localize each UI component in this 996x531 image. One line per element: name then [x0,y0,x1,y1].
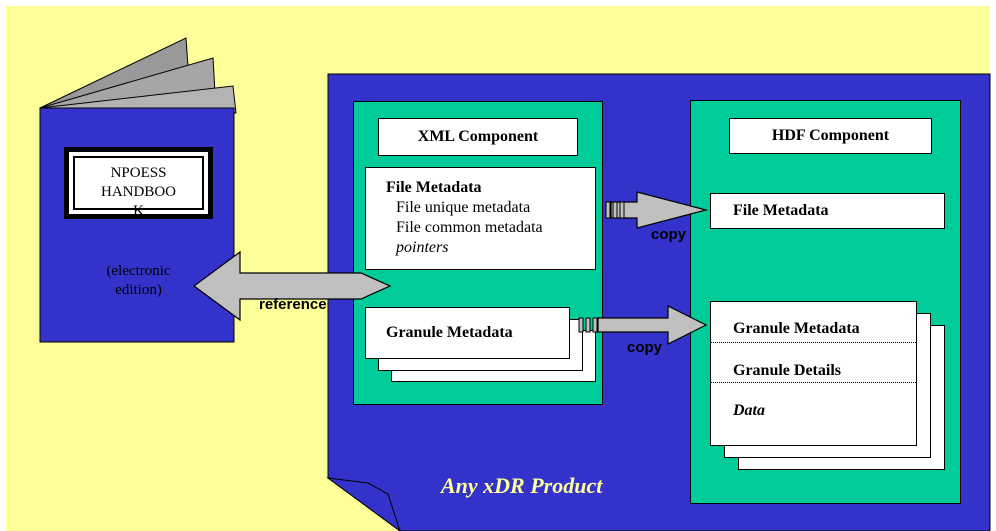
handbook-title-line2: HANDBOO [101,184,176,200]
handbook-title-inner [69,152,208,214]
xml-granule-metadata-text: Granule Metadata [386,324,513,341]
handbook-title-line3: K [133,203,144,219]
hdf-granule-divider-2 [711,382,916,383]
xdr-product-fold [326,477,401,531]
hdf-granule-divider-1 [711,342,916,343]
xml-granule-metadata-box: Granule Metadata [365,307,570,359]
handbook-title-line1: NPOESS [110,165,167,181]
xml-component-title-text: XML Component [417,128,539,145]
handbook-subtitle-line2: edition) [115,282,162,298]
xml-component-title: XML Component [378,118,578,156]
reference-arrow [192,250,392,322]
xml-file-common-metadata: File common metadata [396,219,543,236]
xml-file-unique-metadata: File unique metadata [396,199,531,216]
hdf-data-text: Data [733,402,765,419]
hdf-file-metadata-text: File Metadata [733,202,829,219]
xml-file-metadata-heading: File Metadata [386,179,482,196]
handbook-subtitle: (electronic edition) [64,262,213,300]
copy-label-top: copy [651,226,687,243]
hdf-granule-box: Granule Metadata Granule Details Data [710,301,917,446]
xdr-product-label: Any xDR Product [441,473,603,498]
xml-file-pointers: pointers [396,239,449,256]
hdf-component-title: HDF Component [729,118,932,154]
copy-label-bottom: copy [627,339,663,356]
copy-arrow-top [605,191,709,229]
hdf-granule-details-text: Granule Details [733,362,841,379]
hdf-granule-metadata-text: Granule Metadata [733,320,860,337]
handbook-subtitle-line1: (electronic [106,263,171,279]
handbook-title-box [64,147,213,219]
handbook-title-text: NPOESS HANDBOO K [64,164,213,221]
hdf-file-metadata-box: File Metadata [710,193,945,229]
hdf-component-title-text: HDF Component [771,127,890,144]
reference-label: reference [259,296,327,313]
xml-file-metadata-box: File Metadata File unique metadata File … [365,167,596,270]
copy-arrow-bottom [578,305,708,345]
